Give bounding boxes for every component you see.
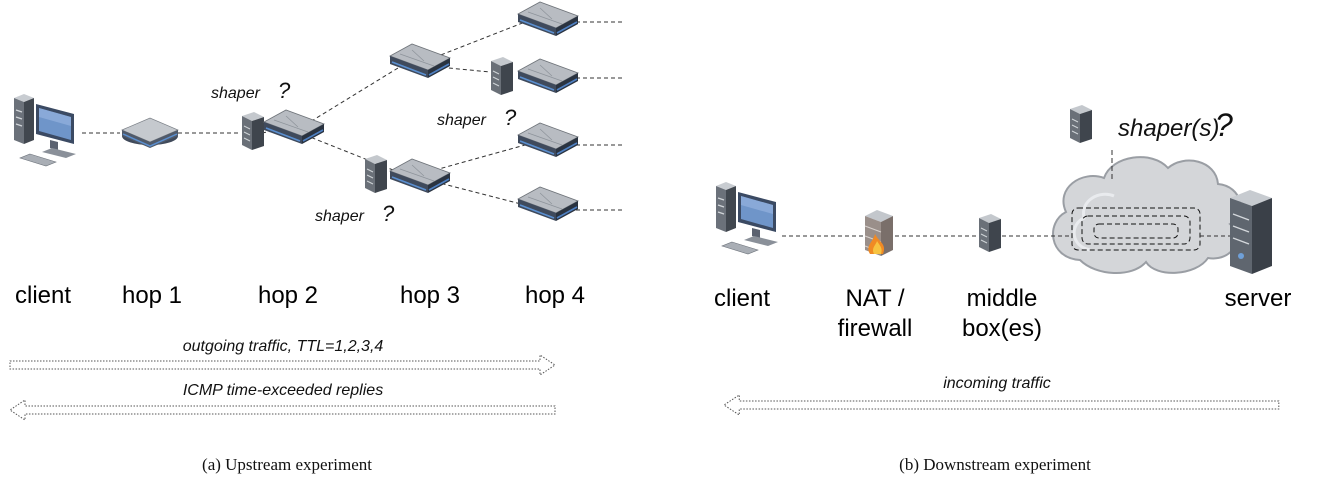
internet-cloud-icon bbox=[1052, 156, 1242, 275]
question-mark: ? bbox=[1215, 107, 1233, 143]
upstream-panel: shaper ? shaper ? shaper ? client hop 1 … bbox=[9, 1, 625, 474]
client-computer-icon bbox=[13, 93, 77, 167]
middlebox-label-line1: middle bbox=[967, 285, 1038, 312]
downstream-panel: shaper(s) ? client NAT / firewall middle… bbox=[714, 104, 1291, 474]
router-hop4-1-icon bbox=[517, 1, 579, 37]
outgoing-traffic-label: outgoing traffic, TTL=1,2,3,4 bbox=[183, 338, 384, 355]
router-hop4-3-icon bbox=[517, 122, 579, 158]
incoming-arrow bbox=[723, 394, 1280, 416]
shaper-server-icon bbox=[490, 56, 514, 96]
hop1-label: hop 1 bbox=[122, 282, 182, 309]
hop-labels: client hop 1 hop 2 hop 3 hop 4 bbox=[15, 282, 585, 309]
shaper-label: shaper(s) bbox=[1118, 115, 1219, 142]
middlebox-server-icon bbox=[978, 213, 1002, 253]
shaper-server-icon bbox=[364, 154, 388, 194]
client-computer-icon bbox=[715, 181, 779, 255]
client-label: client bbox=[714, 285, 770, 312]
router-hop4-4-icon bbox=[517, 186, 579, 222]
hop3-label: hop 3 bbox=[400, 282, 460, 309]
downstream-labels: client NAT / firewall middle box(es) ser… bbox=[714, 285, 1291, 342]
router-hop3-upper-icon bbox=[389, 43, 451, 79]
home-router-icon bbox=[121, 117, 179, 149]
incoming-traffic-label: incoming traffic bbox=[943, 375, 1051, 392]
outgoing-arrow bbox=[9, 354, 556, 376]
caption-b: (b) Downstream experiment bbox=[899, 455, 1091, 474]
question-mark: ? bbox=[382, 201, 395, 226]
shaper-label: shaper bbox=[211, 85, 261, 102]
shaper-label: shaper bbox=[437, 112, 487, 129]
router-hop4-2-icon bbox=[517, 58, 579, 94]
icmp-replies-arrow bbox=[9, 399, 556, 421]
client-label: client bbox=[15, 282, 71, 309]
shaper-annotation-hop3-lower: shaper ? bbox=[315, 201, 395, 226]
shaper-server-icon bbox=[1069, 104, 1093, 144]
nat-label-line1: NAT / bbox=[845, 285, 904, 312]
server-label: server bbox=[1225, 285, 1292, 312]
cloud-path-rings bbox=[1071, 207, 1201, 251]
router-hop3-lower-icon bbox=[389, 158, 451, 194]
question-mark: ? bbox=[504, 105, 517, 130]
hop4-label: hop 4 bbox=[525, 282, 585, 309]
nat-label-line2: firewall bbox=[838, 315, 913, 342]
shaper-annotation-hop3-upper: shaper ? bbox=[437, 105, 517, 130]
middlebox-label-line2: box(es) bbox=[962, 315, 1042, 342]
server-icon bbox=[1229, 189, 1273, 275]
upstream-links bbox=[82, 21, 625, 211]
icmp-replies-label: ICMP time-exceeded replies bbox=[183, 382, 383, 399]
question-mark: ? bbox=[278, 78, 291, 103]
nat-firewall-icon bbox=[864, 209, 894, 257]
shaper-annotation-downstream: shaper(s) ? bbox=[1118, 107, 1233, 143]
caption-a: (a) Upstream experiment bbox=[202, 455, 372, 474]
hop2-label: hop 2 bbox=[258, 282, 318, 309]
shaper-label: shaper bbox=[315, 208, 365, 225]
shaper-annotation-hop2: shaper ? bbox=[211, 78, 291, 103]
shaper-server-icon bbox=[241, 111, 265, 151]
downstream-links bbox=[782, 150, 1232, 237]
